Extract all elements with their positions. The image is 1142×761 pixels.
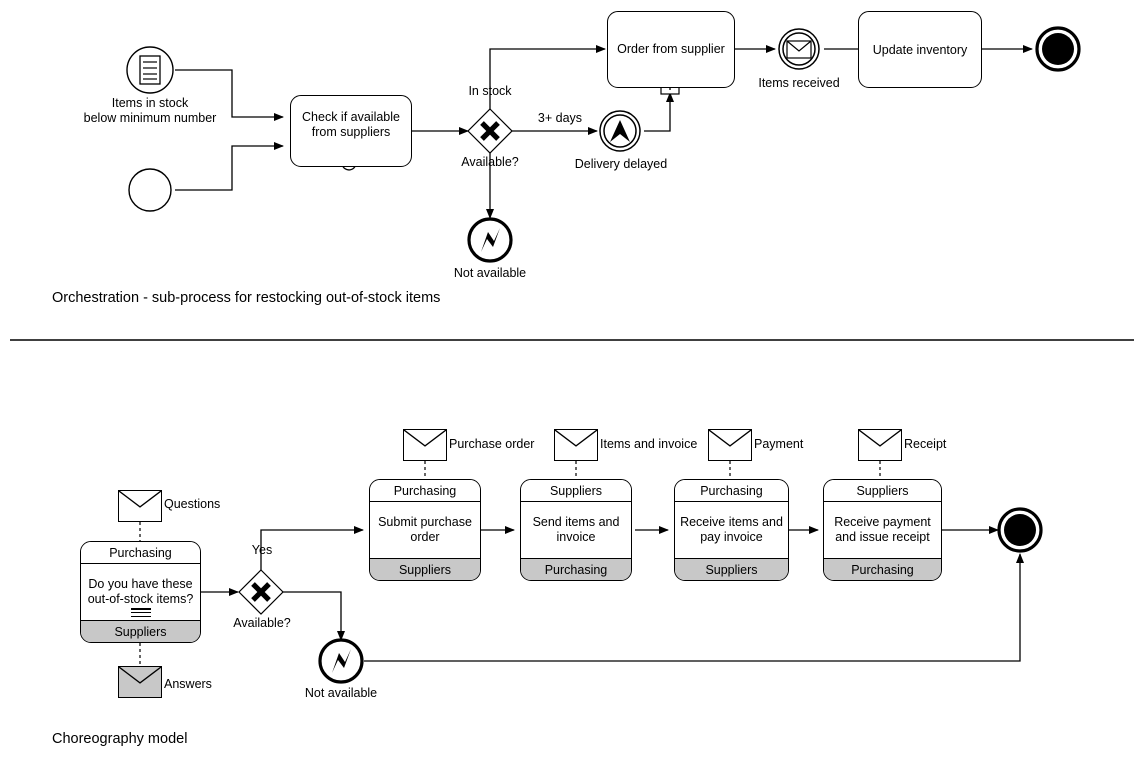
choreo-body: Receive items and pay invoice [675,502,788,558]
flow-gateway-to-not-available-choreo [283,591,345,641]
choreo-task-receive-items-and-pay-invoice[interactable]: Purchasing Receive items and pay invoice… [674,479,789,581]
flow-start-to-check [175,142,284,191]
flow-label-3-days: 3+ days [537,111,583,125]
choreo-body: Do you have these out-of-stock items? [81,564,200,620]
start-label-line1: Items in stock [111,96,189,110]
task-check-label-line2: from suppliers [311,125,391,139]
message-intermediate-event-icon [778,28,820,70]
choreo-top-participant: Suppliers [521,480,631,502]
conditional-start-event-icon [126,46,174,94]
message-purchase-order-icon [403,429,447,461]
exclusive-gateway-shape [467,108,513,154]
task-order-label: Order from supplier [617,42,725,56]
message-questions-icon [118,490,162,522]
choreo-top-participant: Suppliers [824,480,941,502]
choreo-top-participant: Purchasing [81,542,200,564]
flow-delivery-delayed-to-order-boundary [644,92,674,132]
message-items-and-invoice-icon [554,429,598,461]
choreo-body: Send items and invoice [521,502,631,558]
conditional-start-event-label: Items in stock below minimum number [80,96,220,126]
choreo-task-send-items-and-invoice[interactable]: Suppliers Send items and invoice Purchas… [520,479,632,581]
choreo-body-line1: Submit purchase [378,515,472,529]
flow-conditional-start-to-check [175,69,284,121]
choreo-task-ask-out-of-stock[interactable]: Purchasing Do you have these out-of-stoc… [80,541,201,643]
choreo-task-receive-payment-and-issue-receipt[interactable]: Suppliers Receive payment and issue rece… [823,479,942,581]
choreo-top-participant: Purchasing [370,480,480,502]
message-label-payment: Payment [754,437,804,451]
choreo-bottom-participant: Suppliers [81,620,200,642]
escalation-intermediate-event-icon [599,110,641,152]
flow-label-in-stock: In stock [468,84,512,98]
message-label-answers: Answers [164,677,212,691]
choreo-body-line2: invoice [556,530,596,544]
choreography-caption: Choreography model [52,731,188,747]
choreo-bottom-participant: Purchasing [521,558,631,580]
choreo-body-line2: pay invoice [700,530,763,544]
task-check-if-available[interactable]: Check if available from suppliers [290,95,412,167]
task-order-from-supplier[interactable]: Order from supplier [607,11,735,88]
task-check-label-line1: Check if available [302,110,400,124]
event-label-delivery-delayed: Delivery delayed [574,157,668,171]
message-label-purchase-order: Purchase order [449,437,535,451]
terminate-end-event-icon-choreo [997,507,1043,553]
none-start-event-icon [128,168,172,212]
error-event-icon-choreo [318,638,364,684]
orchestration-caption: Orchestration - sub-process for restocki… [52,290,441,306]
flow-label-yes: Yes [251,543,273,557]
terminate-end-event-icon [1035,26,1081,72]
event-label-not-available: Not available [453,266,527,280]
choreo-task-submit-purchase-order[interactable]: Purchasing Submit purchase order Supplie… [369,479,481,581]
flow-not-available-to-end-choreo [364,553,1024,662]
choreo-bottom-participant: Purchasing [824,558,941,580]
choreo-body-line1: Do you have these [88,577,193,591]
gateway-label-available-choreo: Available? [233,616,291,630]
choreo-body-line1: Receive payment [834,515,931,529]
choreo-bottom-participant: Suppliers [675,558,788,580]
task-update-inventory[interactable]: Update inventory [858,11,982,88]
choreo-body-line2: order [410,530,440,544]
message-receipt-icon [858,429,902,461]
flow-yes-to-submit-purchase-order [260,526,364,571]
exclusive-gateway-shape-choreo [238,569,284,615]
message-label-receipt: Receipt [904,437,947,451]
choreo-body-line1: Receive items and [680,515,783,529]
choreo-body-line1: Send items and [532,515,620,529]
event-label-items-received: Items received [758,76,840,90]
start-label-line2: below minimum number [83,111,217,125]
choreo-body: Submit purchase order [370,502,480,558]
choreo-body: Receive payment and issue receipt [824,502,941,558]
choreo-body-line2: and issue receipt [835,530,930,544]
message-payment-icon [708,429,752,461]
gateway-label-available: Available? [461,155,519,169]
choreo-body-line2: out-of-stock items? [87,592,194,606]
task-update-inventory-label: Update inventory [872,43,968,57]
message-label-items-and-invoice: Items and invoice [600,437,698,451]
multi-instance-parallel-marker [130,608,151,618]
message-answers-icon [118,666,162,698]
error-end-event-icon [467,217,513,263]
message-label-questions: Questions [164,497,221,511]
flow-in-stock-to-order [489,45,606,110]
event-label-not-available-choreo: Not available [304,686,378,700]
choreo-top-participant: Purchasing [675,480,788,502]
choreo-bottom-participant: Suppliers [370,558,480,580]
